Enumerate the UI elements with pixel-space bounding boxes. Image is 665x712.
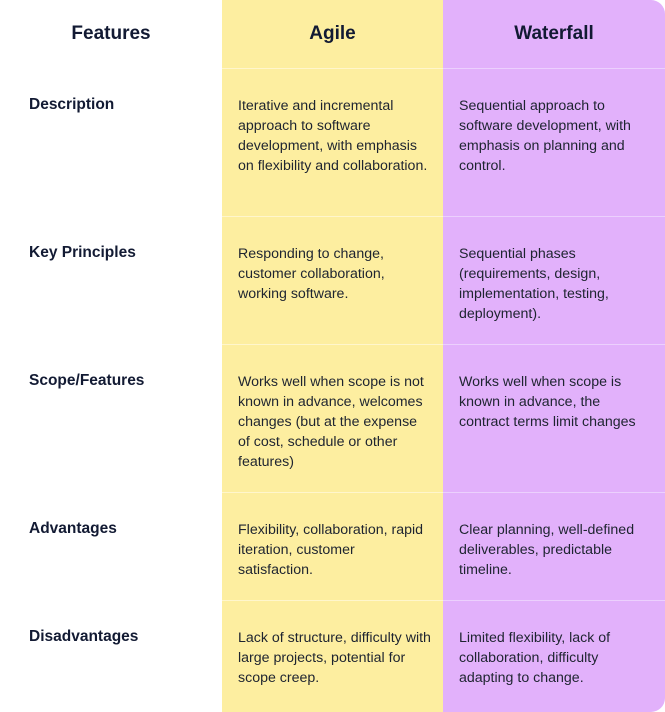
row-label-description: Description: [0, 68, 222, 216]
agile-scope-features: Works well when scope is not known in ad…: [222, 344, 443, 492]
row-label-disadvantages: Disadvantages: [0, 600, 222, 712]
waterfall-disadvantages: Limited flexibility, lack of collaborati…: [443, 600, 665, 712]
header-features: Features: [71, 23, 151, 44]
row-label-key-principles: Key Principles: [0, 216, 222, 344]
waterfall-advantages: Clear planning, well-defined deliverable…: [443, 492, 665, 600]
row-label-advantages: Advantages: [0, 492, 222, 600]
agile-key-principles: Responding to change, customer collabora…: [222, 216, 443, 344]
agile-column-background: [222, 0, 443, 712]
waterfall-scope-features: Works well when scope is known in advanc…: [443, 344, 665, 492]
header-waterfall: Waterfall: [514, 23, 594, 44]
row-label-scope-features: Scope/Features: [0, 344, 222, 492]
agile-description: Iterative and incremental approach to so…: [222, 68, 443, 216]
agile-disadvantages: Lack of structure, difficulty with large…: [222, 600, 443, 712]
features-column-background: [0, 0, 222, 712]
header-agile: Agile: [309, 23, 356, 44]
waterfall-column-background: [443, 0, 665, 712]
agile-advantages: Flexibility, collaboration, rapid iterat…: [222, 492, 443, 600]
waterfall-key-principles: Sequential phases (requirements, design,…: [443, 216, 665, 344]
waterfall-description: Sequential approach to software developm…: [443, 68, 665, 216]
